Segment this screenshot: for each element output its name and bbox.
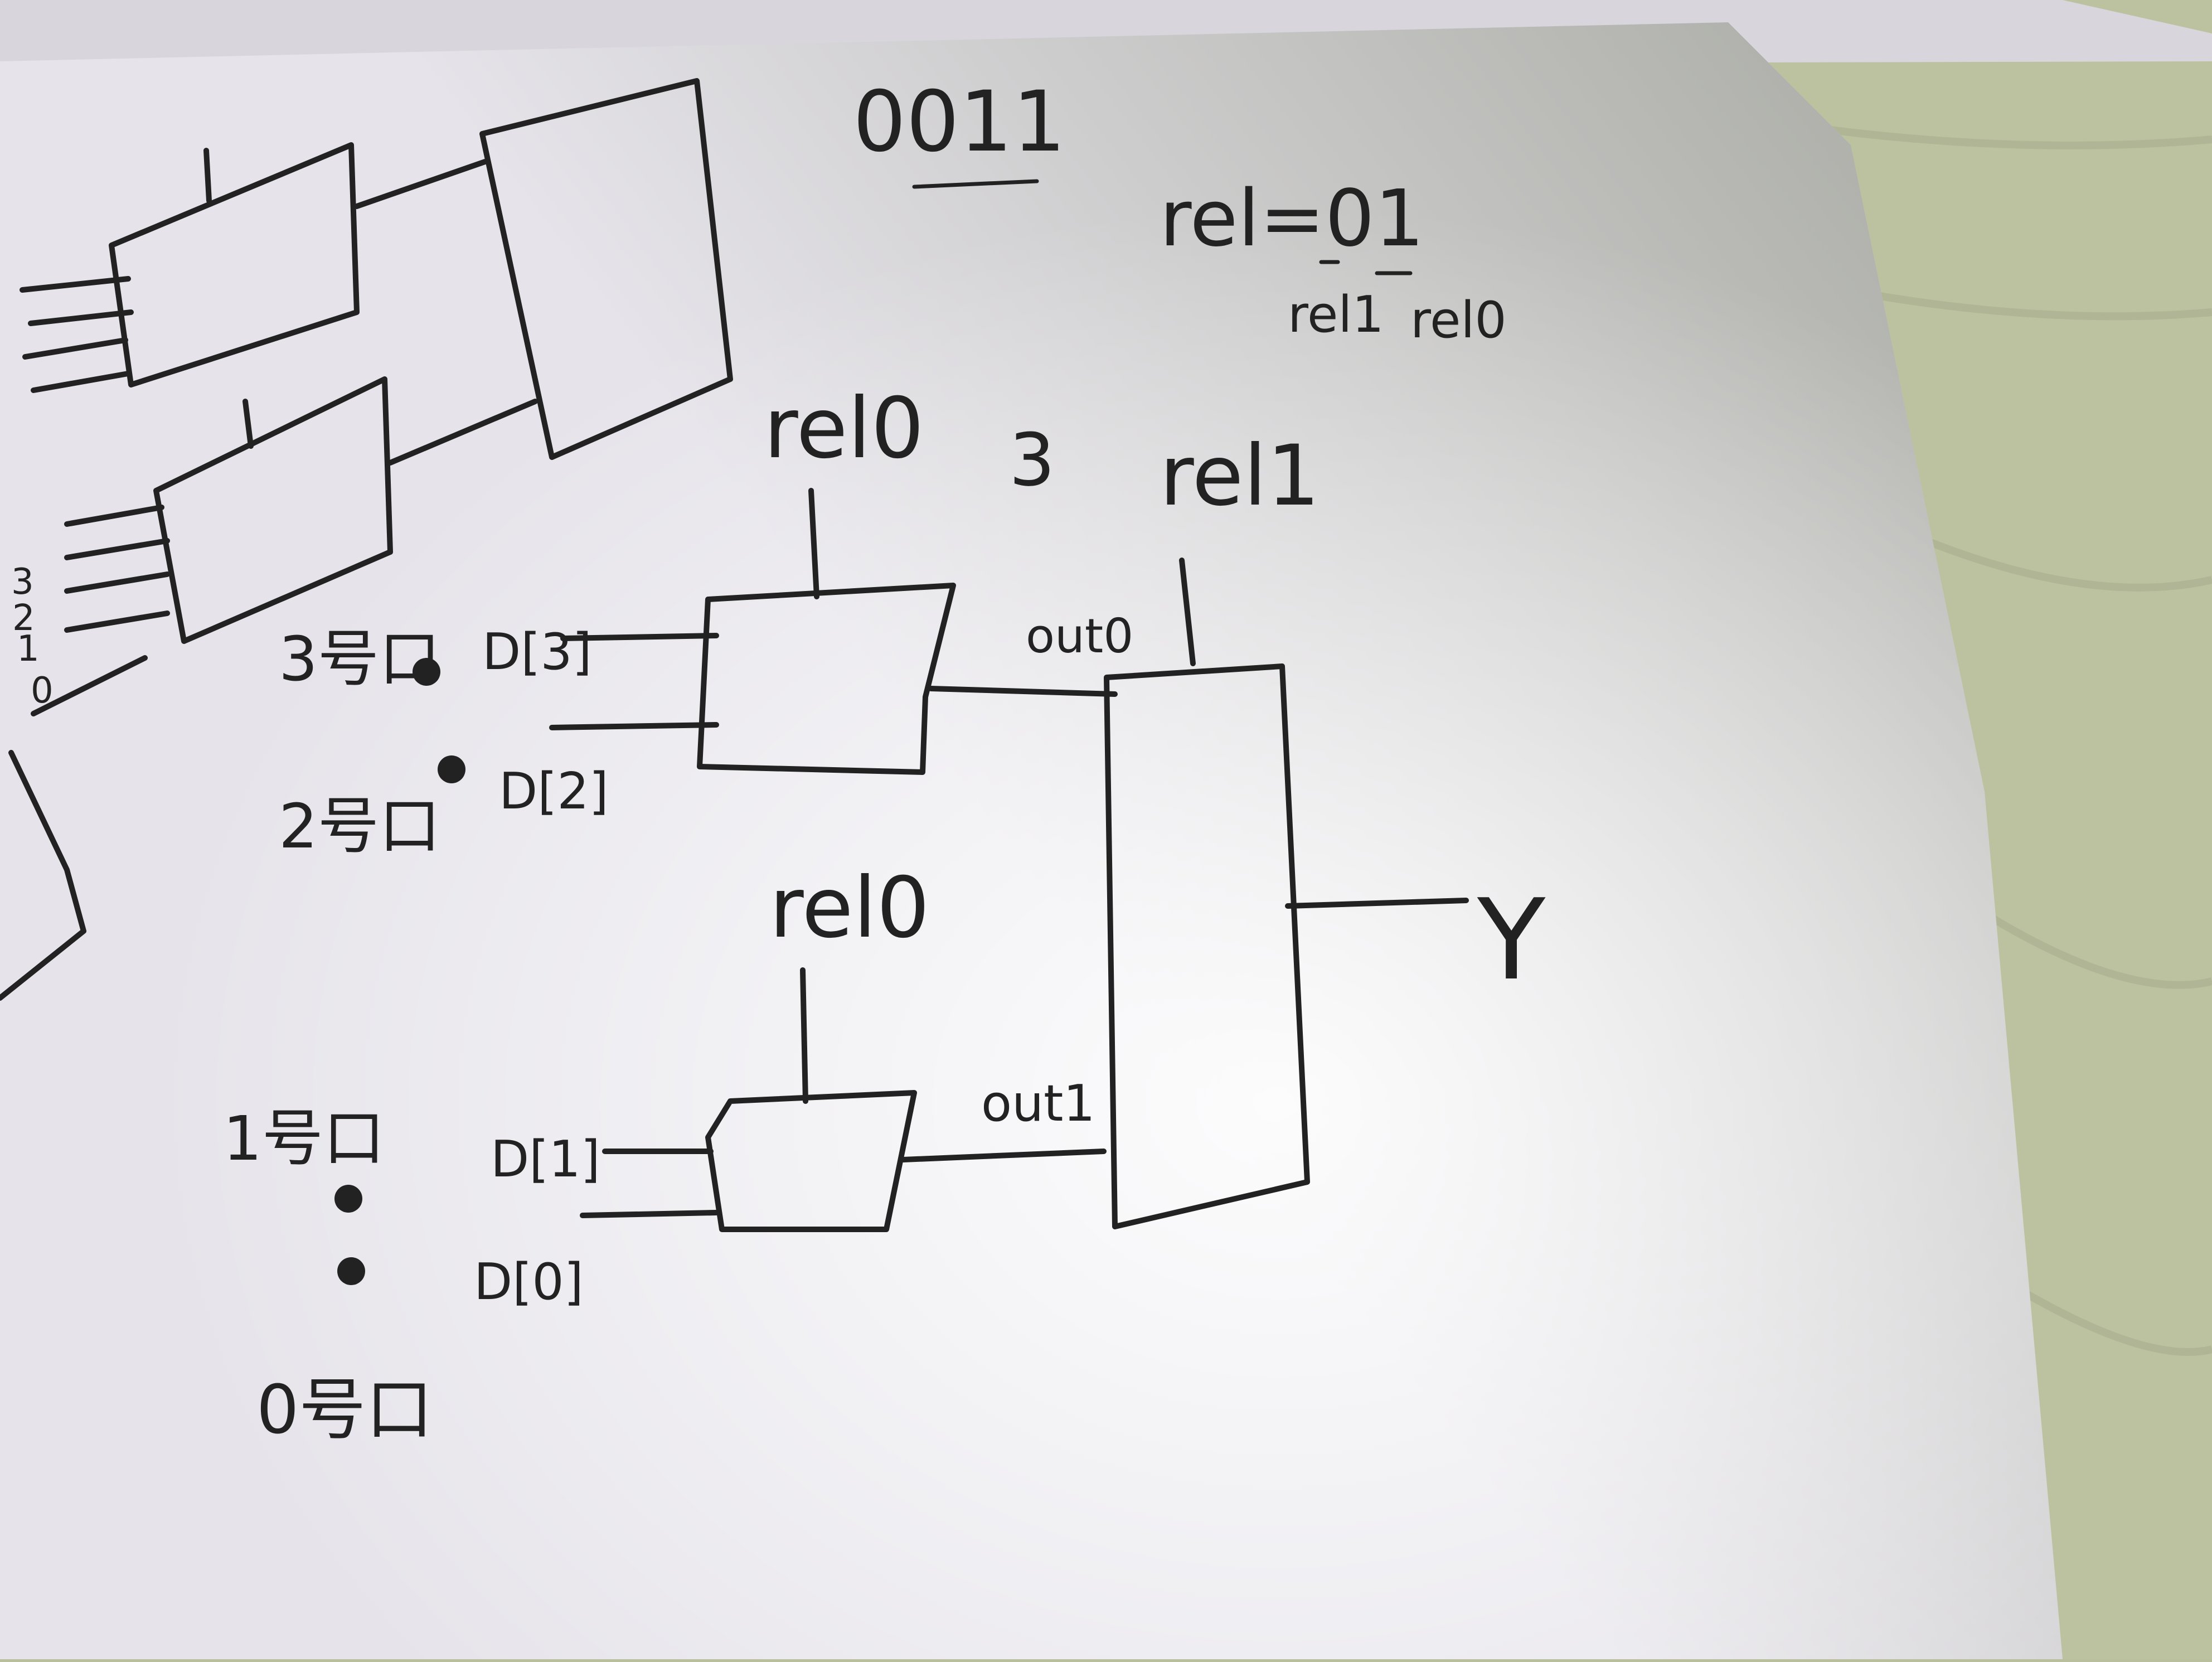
port-0-label: 0号口 [256,1372,433,1449]
data-0-label: D[0] [474,1253,584,1311]
wire-d0 [580,1210,719,1218]
pin-1 [334,1185,362,1213]
side-digits: 3 2 1 0 [11,561,54,711]
side-digit-0: 0 [31,670,54,711]
mux-top-select-label: rel0 [764,380,924,477]
light-glare [0,22,2063,1659]
mux-bottom-select-label: rel0 [769,860,930,957]
wire-out1 [900,1149,1107,1162]
wire-out0 [928,686,1118,697]
pin-3 [413,658,440,686]
wire-out1-label: out1 [981,1074,1095,1133]
mux-bottom[interactable] [705,1090,917,1232]
mux-final-select-line [1179,558,1196,666]
data-1-label: D[1] [491,1130,600,1189]
mux-final[interactable] [1104,663,1310,1229]
mux-top-select-line [808,488,819,599]
port-3-label: 3号口 [279,623,440,695]
data-3-label: D[3] [482,623,592,681]
equation-bit-marks [1319,260,1413,275]
side-digit-2: 2 [12,598,35,639]
pin-0 [337,1257,365,1285]
mux-top[interactable] [697,583,956,775]
output-label: Y [1477,875,1546,1005]
side-digit-1: 1 [17,628,40,670]
wire-out0-label: out0 [1026,609,1133,664]
wire-y [1285,898,1469,909]
mux-top-select-note: 3 [1009,418,1055,502]
data-2-label: D[2] [499,762,609,821]
pin-2 [438,755,465,783]
port-1-label: 1号口 [223,1103,385,1174]
side-digit-3: 3 [11,561,34,603]
select-bit-low: rel0 [1410,291,1507,350]
port-2-label: 2号口 [279,791,440,862]
prior-mux-sketch [0,78,733,1001]
select-bit-high: rel1 [1288,285,1384,344]
wire-d2 [549,722,719,730]
wire-d3 [560,633,719,641]
select-equation: rel=01 [1160,173,1424,264]
heading-underline [912,179,1039,189]
heading-code: 0011 [853,74,1066,171]
mux-bottom-select-line [800,967,808,1104]
mux-final-select-label: rel1 [1160,428,1320,525]
